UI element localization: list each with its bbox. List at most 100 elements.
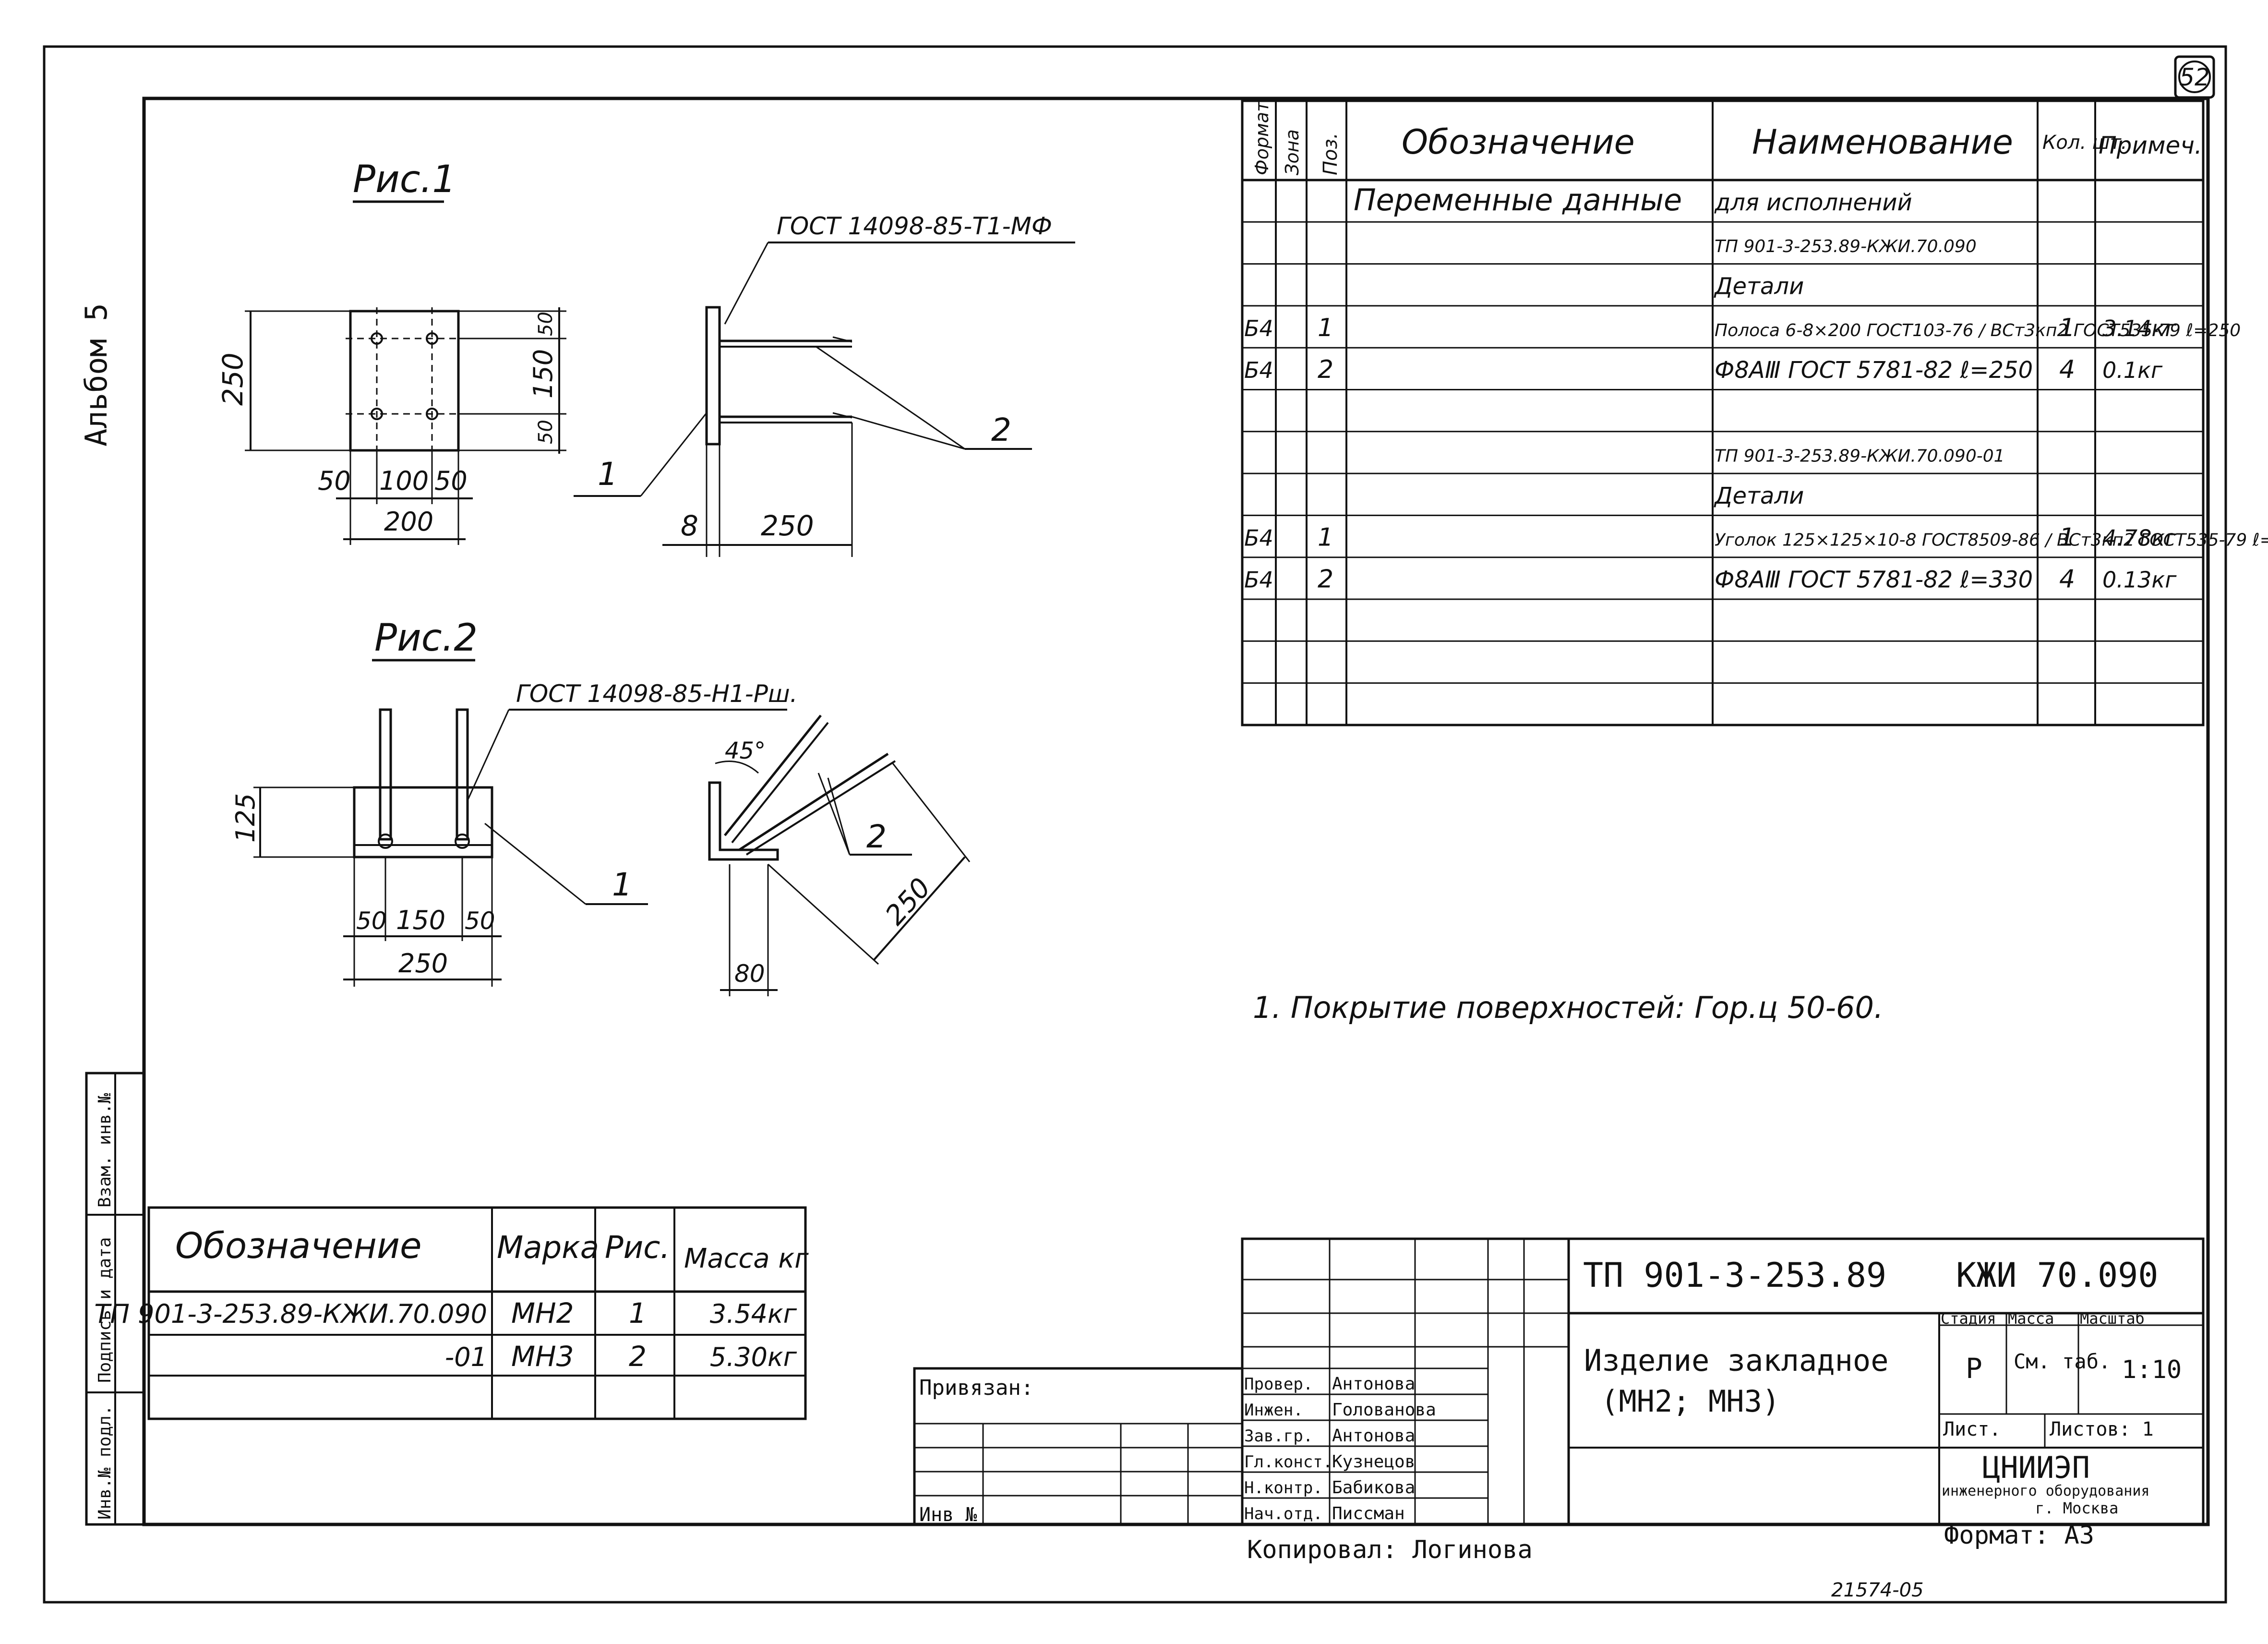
bound-label: Привязан: <box>919 1376 1033 1400</box>
spec-header-qty: Кол. шт. <box>2042 132 2127 154</box>
marks-header-fig: Рис. <box>605 1230 670 1266</box>
figure-2: Рис.2 ГОСТ 14098-85-Н1-Рш. 125 1 50 150 … <box>230 616 971 996</box>
outer-frame <box>43 45 2227 1604</box>
fig2-pos1: 1 <box>612 866 632 903</box>
sig-role: Нач.отд. <box>1244 1504 1323 1523</box>
spec-cell-name: Детали <box>1714 483 1804 509</box>
sheet-label: Лист. <box>1943 1418 2001 1440</box>
strip-label-inv: Инв.№ подл. <box>95 1405 115 1520</box>
spec-header-note: Примеч. <box>2099 132 2202 159</box>
marks-header-designation: Обозначение <box>175 1225 421 1267</box>
spec-cell-pos: 1 <box>1318 314 1333 342</box>
marks-header-mass: Масса кг <box>684 1243 809 1274</box>
spec-cell-qty: 4 <box>2059 565 2075 594</box>
fig1-dim-50-top: 50 <box>535 312 557 336</box>
strip-label-replace: Взам. инв.№ <box>95 1093 115 1208</box>
spec-cell-name: ТП 901-3-253.89-КЖИ.70.090 <box>1715 237 1977 256</box>
spec-cell-name: ТП 901-3-253.89-КЖИ.70.090-01 <box>1715 447 2005 466</box>
marks-cell-mass: 5.30кг <box>710 1342 797 1372</box>
scale-value: 1:10 <box>2122 1355 2182 1384</box>
spec-cell-qty: 1 <box>2059 314 2075 342</box>
spec-header-name: Наименование <box>1752 122 2013 162</box>
doc-code: КЖИ 70.090 <box>1956 1256 2158 1295</box>
spec-cell-name: Ф8АⅢ ГОСТ 5781-82 ℓ=250 <box>1715 357 2033 384</box>
fig1-dim-50-bottom: 50 <box>535 420 557 444</box>
sig-name: Антонова <box>1332 1374 1415 1394</box>
marks-cell-fig: 2 <box>629 1340 647 1373</box>
fig1-dim-w50a: 50 <box>318 466 351 496</box>
spec-cell-name: Уголок 125×125×10-8 ГОСТ8509-86 / ВСт3кп… <box>1715 530 2268 550</box>
sheet-format: Формат: А3 <box>1944 1521 2094 1550</box>
spec-cell-name: Детали <box>1714 273 1804 300</box>
spec-cell-name: Ф8АⅢ ГОСТ 5781-82 ℓ=330 <box>1715 567 2033 593</box>
spec-header-designation: Обозначение <box>1402 122 1635 162</box>
spec-table: Формат Зона Поз. Обозначение Наименовани… <box>1241 99 2268 726</box>
fig1-plate-front <box>349 310 460 452</box>
sig-name: Голованова <box>1332 1400 1436 1420</box>
sig-role: Провер. <box>1244 1375 1313 1394</box>
figure-1: Рис.1 250 50 150 50 50 100 5 <box>216 158 1075 557</box>
fig2-pos2: 2 <box>866 818 887 855</box>
side-strip: Инв.№ подл. Подпись и дата Взам. инв.№ <box>85 1072 145 1526</box>
scale-label: Масштаб <box>2080 1309 2145 1328</box>
sig-name: Кузнецов <box>1332 1452 1415 1472</box>
spec-cell-name: Полоса 6-8×200 ГОСТ103-76 / ВСт3кп2 ГОСТ… <box>1715 321 2241 340</box>
spec-cell-format: Б4 <box>1244 315 1273 341</box>
spec-cell-format: Б4 <box>1244 525 1273 551</box>
fig2-bar-right <box>456 708 469 841</box>
sig-name: Антонова <box>1332 1426 1415 1446</box>
inv-label: Инв № <box>919 1504 977 1526</box>
stage-value: Р <box>1966 1352 1982 1385</box>
mass-value: См. таб. <box>2014 1350 2111 1373</box>
sheets-label: Листов: 1 <box>2050 1418 2154 1440</box>
spec-cell-format: Б4 <box>1244 567 1273 593</box>
sheet-number-badge: 52 <box>2174 55 2215 99</box>
spec-header-format: Формат <box>1251 100 1272 175</box>
marks-cell-mark: МН2 <box>511 1297 574 1330</box>
fig2-angle-section <box>708 781 779 861</box>
mass-label: Масса <box>2008 1309 2054 1328</box>
marks-header-mark: Марка <box>497 1230 599 1266</box>
fig1-dim-8: 8 <box>681 509 698 542</box>
fig1-dim-250-vert: 250 <box>216 352 249 406</box>
spec-cell-designation: Переменные данные <box>1354 182 1682 218</box>
fig2-dim-w250: 250 <box>398 948 448 979</box>
fig1-pos2: 2 <box>991 411 1011 448</box>
org-sub: инженерного оборудования <box>1942 1483 2149 1499</box>
spec-cell-qty: 4 <box>2059 355 2075 384</box>
spec-header-zone: Зона <box>1282 129 1303 175</box>
fig1-dim-150: 150 <box>528 349 558 399</box>
fig1-dim-w50b: 50 <box>434 466 468 496</box>
spec-cell-note: 0.1кг <box>2102 357 2163 383</box>
copied-by: Копировал: Логинова <box>1247 1535 1533 1564</box>
fig2-dim-w50b: 50 <box>465 907 495 935</box>
spec-cell-name: для исполнений <box>1714 189 1912 216</box>
strip-label-sign: Подпись и дата <box>95 1237 115 1383</box>
spec-header-pos: Поз. <box>1320 133 1342 175</box>
item-marks: (МН2; МН3) <box>1601 1384 1780 1419</box>
fig2-dim-80: 80 <box>734 960 765 988</box>
sig-role: Инжен. <box>1244 1401 1303 1420</box>
fig2-dim-w50a: 50 <box>356 907 387 935</box>
spec-cell-note: 4.78кг <box>2102 525 2177 551</box>
spec-cell-pos: 2 <box>1318 355 1333 384</box>
spec-cell-pos: 1 <box>1318 523 1333 552</box>
fig2-dim-125: 125 <box>230 793 261 843</box>
project-code: ТП 901-3-253.89 <box>1583 1256 1886 1295</box>
fig1-dim-250: 250 <box>761 509 814 542</box>
sig-role: Н.контр. <box>1244 1478 1323 1498</box>
sheet-number: 52 <box>2179 63 2210 91</box>
fig2-title: Рис.2 <box>374 616 478 660</box>
marks-cell-designation: -01 <box>445 1342 487 1372</box>
marks-cell-mass: 3.54кг <box>710 1299 797 1329</box>
fig1-dim-w200: 200 <box>384 507 433 537</box>
spec-cell-note: 0.13кг <box>2102 567 2177 593</box>
marks-cell-designation: ТП 901-3-253.89-КЖИ.70.090 <box>94 1299 487 1329</box>
fig2-bar-left <box>379 708 392 841</box>
title-block: Провер.АнтоноваИнжен.ГоловановаЗав.гр.Ан… <box>913 1237 2205 1564</box>
stage-label: Стадия <box>1941 1309 1996 1328</box>
fig2-dim-len250: 250 <box>879 872 937 931</box>
sig-name: Писсман <box>1332 1504 1405 1523</box>
fig2-dim-angle: 45° <box>725 737 766 764</box>
spec-cell-note: 3.14кг <box>2102 315 2177 341</box>
